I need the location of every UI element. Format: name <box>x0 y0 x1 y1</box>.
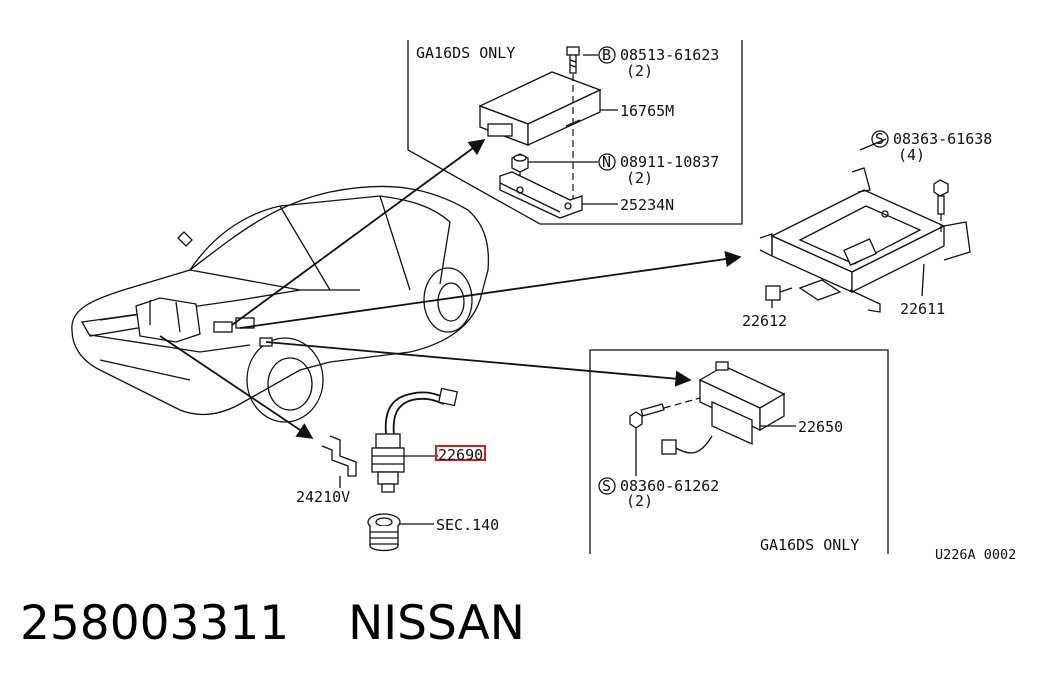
bolt-icon <box>566 46 580 74</box>
diagram-code: U226A 0002 <box>935 547 1016 563</box>
bracket-25234n <box>499 171 583 219</box>
fastener-n-qty: (2) <box>626 169 653 187</box>
fitting-sec140: SEC.140 <box>367 513 499 552</box>
label-sec140: SEC.140 <box>436 516 499 534</box>
screw-icon <box>933 179 949 215</box>
label-25234n: 25234N <box>620 196 674 214</box>
part-number: 258003311 <box>20 596 290 651</box>
fastener-s1-symbol: S <box>875 130 884 148</box>
top-inset-panel: GA16DS ONLY <box>407 40 743 225</box>
label-24210v: 24210V <box>296 488 350 506</box>
bolt-s-icon <box>629 403 665 429</box>
fastener-s1-qty: (4) <box>898 146 925 164</box>
fastener-s1-part: 08363-61638 <box>893 130 992 148</box>
control-unit-16765m <box>478 71 602 147</box>
label-16765m: 16765M <box>620 102 674 120</box>
fastener-b-symbol: B <box>602 46 611 64</box>
fastener-b-part: 08513-61623 <box>620 46 719 64</box>
label-22612: 22612 <box>742 312 787 330</box>
parts-diagram: GA16DS ONLY <box>71 40 1016 563</box>
fastener-n-symbol: N <box>602 153 611 171</box>
highlight-box <box>435 445 486 461</box>
fastener-n-part: 08911-10837 <box>620 153 719 171</box>
label-22611: 22611 <box>900 300 945 318</box>
sensor-22690: 22690 <box>371 387 486 493</box>
pointer-arrows <box>159 139 742 439</box>
fastener-s2-qty: (2) <box>626 492 653 510</box>
footer: 258003311 NISSAN <box>20 596 525 666</box>
fastener-b-qty: (2) <box>626 62 653 80</box>
brand-name: NISSAN <box>348 596 525 651</box>
bracket-24210v: 24210V <box>296 435 357 506</box>
bottom-inset-panel: GA16DS ONLY 22650 S 08360-61262 (2) <box>589 349 889 554</box>
car-illustration <box>71 185 490 423</box>
fastener-s2-part: 08360-61262 <box>620 477 719 495</box>
top-inset-note: GA16DS ONLY <box>416 44 515 62</box>
sensor-box-22650 <box>698 361 786 446</box>
bottom-inset-note: GA16DS ONLY <box>760 536 859 554</box>
ecm-22611: S 08363-61638 (4) 22612 22611 <box>742 130 992 330</box>
nut-icon <box>511 153 529 173</box>
label-22690: 22690 <box>438 446 483 464</box>
fastener-s2-symbol: S <box>602 477 611 495</box>
label-22650: 22650 <box>798 418 843 436</box>
